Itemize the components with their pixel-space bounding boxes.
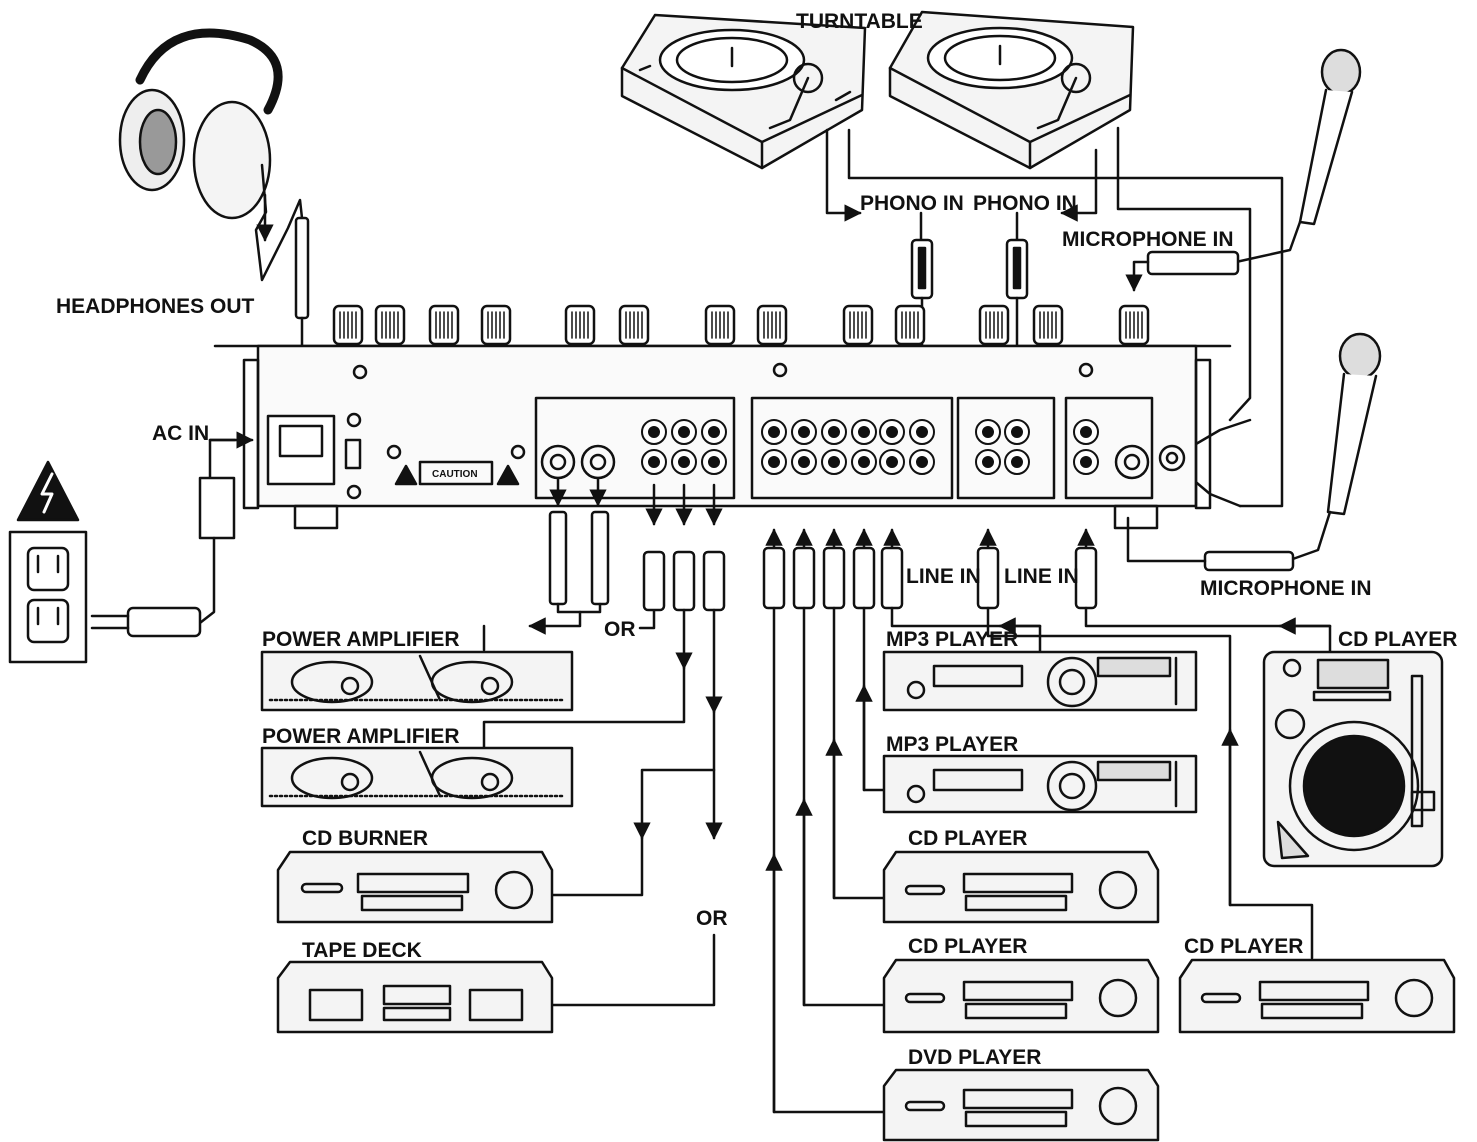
high-voltage-icon bbox=[16, 460, 80, 522]
cd-player-1-device bbox=[882, 850, 1160, 924]
label-power-amplifier-2: POWER AMPLIFIER bbox=[262, 725, 460, 748]
label-or-bottom: OR bbox=[696, 907, 728, 930]
tape-deck-device bbox=[276, 960, 554, 1034]
knob-icon bbox=[894, 304, 926, 346]
label-cd-player-3: CD PLAYER bbox=[1184, 935, 1303, 958]
knob-icon bbox=[374, 304, 406, 346]
rca-jack-icon bbox=[701, 449, 727, 475]
label-line-in-1: LINE IN bbox=[906, 565, 981, 588]
turntable-icon-right bbox=[888, 10, 1135, 170]
label-power-amplifier-1: POWER AMPLIFIER bbox=[262, 628, 460, 651]
rca-jack-icon bbox=[1004, 449, 1030, 475]
phono-plug-left bbox=[910, 211, 934, 390]
rca-jack-icon bbox=[701, 419, 727, 445]
rca-jack-icon bbox=[1004, 419, 1030, 445]
microphone-icon-top bbox=[1125, 48, 1362, 292]
label-phono-in-1: PHONO IN bbox=[860, 192, 964, 215]
label-or-top: OR bbox=[604, 618, 636, 641]
knob-row bbox=[332, 304, 1150, 346]
turntable-icon-left bbox=[620, 13, 867, 170]
rca-jack-icon bbox=[671, 419, 697, 445]
rca-jack-icon bbox=[851, 449, 877, 475]
label-cd-player-2: CD PLAYER bbox=[908, 935, 1027, 958]
knob-icon bbox=[704, 304, 736, 346]
rca-jack-icon bbox=[791, 419, 817, 445]
rca-jack-icon bbox=[791, 449, 817, 475]
cd-player-right-device bbox=[1262, 650, 1444, 868]
cd-player-3-device bbox=[1178, 958, 1456, 1034]
rca-jack-icon bbox=[821, 449, 847, 475]
knob-icon bbox=[1032, 304, 1064, 346]
knob-icon bbox=[332, 304, 364, 346]
knob-icon bbox=[428, 304, 460, 346]
rca-jack-icon bbox=[975, 419, 1001, 445]
mp3-player-2-device bbox=[882, 754, 1198, 814]
rca-jack-icon bbox=[641, 449, 667, 475]
label-line-in-2: LINE IN bbox=[1004, 565, 1079, 588]
label-turntable: TURNTABLE bbox=[796, 10, 923, 33]
dvd-player-device bbox=[882, 1068, 1160, 1142]
headphones-icon bbox=[118, 28, 310, 320]
rca-jack-icon bbox=[851, 419, 877, 445]
label-cd-burner: CD BURNER bbox=[302, 827, 428, 850]
knob-icon bbox=[564, 304, 596, 346]
label-ac-in: AC IN bbox=[152, 422, 209, 445]
rca-jack-icon bbox=[671, 449, 697, 475]
power-amplifier-2 bbox=[260, 746, 574, 808]
knob-icon bbox=[618, 304, 650, 346]
label-headphones-out: HEADPHONES OUT bbox=[56, 295, 255, 318]
rca-jack-icon bbox=[761, 419, 787, 445]
rca-jack-icon bbox=[641, 419, 667, 445]
mp3-player-1-device bbox=[882, 650, 1198, 712]
rca-jack-icon bbox=[975, 449, 1001, 475]
rca-jack-row bbox=[641, 419, 1099, 475]
rca-jack-icon bbox=[909, 419, 935, 445]
label-cd-player-1: CD PLAYER bbox=[908, 827, 1027, 850]
label-phono-in-2: PHONO IN bbox=[973, 192, 1077, 215]
knob-icon bbox=[978, 304, 1010, 346]
knob-icon bbox=[756, 304, 788, 346]
knob-icon bbox=[1118, 304, 1150, 346]
rca-jack-icon bbox=[1073, 419, 1099, 445]
mixer-rear-panel bbox=[213, 344, 1232, 530]
power-amplifier-1 bbox=[260, 650, 574, 712]
knob-icon bbox=[480, 304, 512, 346]
label-mp3-player-1: MP3 PLAYER bbox=[886, 628, 1018, 651]
label-microphone-in-top: MICROPHONE IN bbox=[1062, 228, 1234, 251]
label-mp3-player-2: MP3 PLAYER bbox=[886, 733, 1018, 756]
microphone-icon-bottom bbox=[1126, 332, 1382, 572]
rca-jack-icon bbox=[909, 449, 935, 475]
label-cd-player-right: CD PLAYER bbox=[1338, 628, 1457, 651]
label-microphone-in-bottom: MICROPHONE IN bbox=[1200, 577, 1372, 600]
outlet-icon bbox=[8, 530, 88, 664]
rca-jack-icon bbox=[879, 419, 905, 445]
rca-jack-icon bbox=[761, 449, 787, 475]
rca-jack-icon bbox=[821, 419, 847, 445]
power-plug-icon bbox=[90, 438, 237, 638]
label-caution: CAUTION bbox=[432, 469, 478, 480]
knob-icon bbox=[842, 304, 874, 346]
cd-burner-device bbox=[276, 850, 554, 924]
rca-jack-icon bbox=[1073, 449, 1099, 475]
label-dvd-player: DVD PLAYER bbox=[908, 1046, 1041, 1069]
rca-jack-icon bbox=[879, 449, 905, 475]
cd-player-2-device bbox=[882, 958, 1160, 1034]
label-tape-deck: TAPE DECK bbox=[302, 939, 422, 962]
